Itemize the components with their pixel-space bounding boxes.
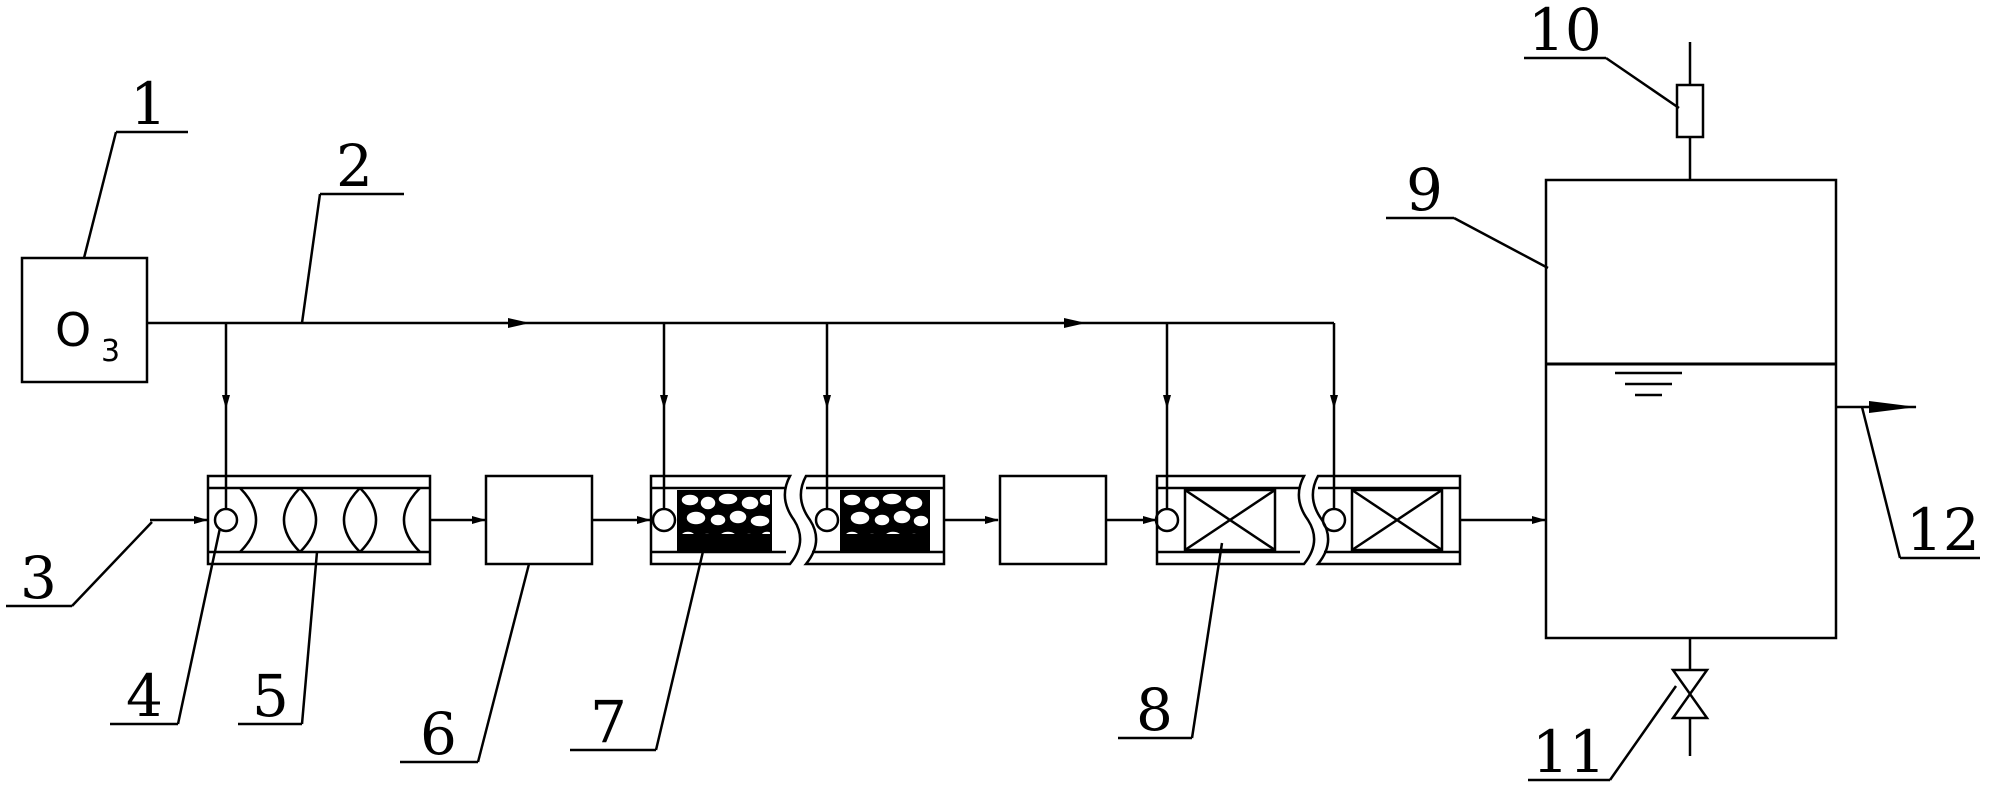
- vent-pipe: [1675, 42, 1705, 180]
- ozone-subscript: 3: [101, 334, 120, 369]
- ozone-generator: O 3: [20, 256, 149, 384]
- drain-pipe: [1670, 638, 1710, 756]
- label-9: 9: [1406, 156, 1443, 224]
- treatment-unit-6: [484, 474, 594, 566]
- ozone-formula: O: [55, 303, 91, 357]
- storage-tank: [1544, 178, 1838, 640]
- ozone-diffuser: [1154, 507, 1180, 533]
- flow-arrow: [1064, 318, 1086, 328]
- valve-icon: [1670, 668, 1710, 697]
- treatment-unit: [998, 474, 1108, 566]
- label-11: 11: [1532, 718, 1606, 786]
- packing-media: [842, 492, 928, 534]
- label-2: 2: [336, 132, 373, 200]
- label-7: 7: [590, 688, 627, 756]
- ozone-diffuser: [814, 507, 840, 533]
- part-numbers: 1 2 3 4 5 6 7 8 9 10 11 12: [20, 0, 1980, 786]
- label-5: 5: [252, 662, 289, 730]
- label-6: 6: [420, 700, 457, 768]
- ozone-diffuser: [213, 507, 239, 533]
- leader-lines: [6, 56, 1980, 782]
- flow-arrow: [508, 318, 530, 328]
- ozone-diffuser: [651, 507, 677, 533]
- label-1: 1: [130, 70, 167, 138]
- vent-device: [1675, 83, 1705, 139]
- label-12: 12: [1906, 496, 1980, 564]
- label-10: 10: [1528, 0, 1602, 64]
- label-4: 4: [126, 662, 163, 730]
- packed-bed-reactor: [649, 474, 946, 566]
- label-8: 8: [1136, 676, 1173, 744]
- static-mixer: [206, 474, 432, 566]
- ozone-supply-line: [147, 318, 1338, 508]
- reactor-8: [1154, 474, 1462, 566]
- packing-media: [680, 492, 770, 534]
- label-3: 3: [20, 544, 57, 612]
- ozone-diffuser: [1321, 507, 1347, 533]
